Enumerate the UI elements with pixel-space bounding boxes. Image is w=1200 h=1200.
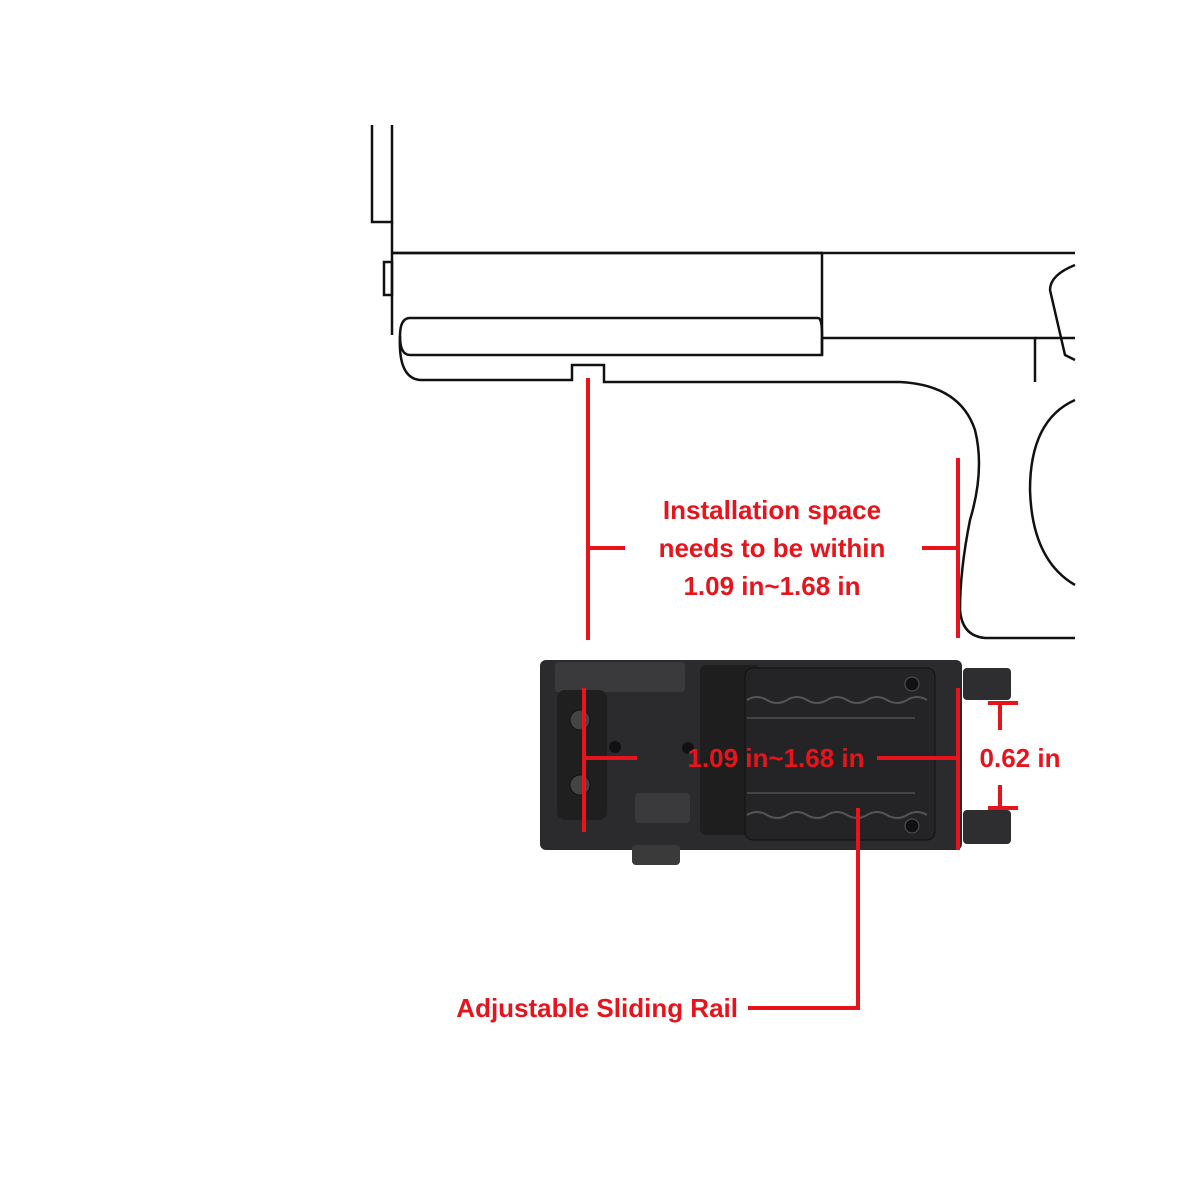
installation-label-line2: needs to be within	[659, 533, 886, 563]
pistol-outline	[370, 125, 1076, 640]
sliding-rail-mount	[540, 660, 962, 865]
adjustment-knob-bottom	[963, 810, 1011, 844]
dimension-lines	[582, 378, 1018, 1010]
mount-width-label: 1.09 in~1.68 in	[687, 743, 864, 773]
rail-height-label: 0.62 in	[980, 743, 1061, 773]
sliding-rail-label: Adjustable Sliding Rail	[456, 993, 738, 1023]
installation-label-line1: Installation space	[663, 495, 881, 525]
installation-label-line3: 1.09 in~1.68 in	[683, 571, 860, 601]
adjustment-knob-top	[963, 668, 1011, 700]
